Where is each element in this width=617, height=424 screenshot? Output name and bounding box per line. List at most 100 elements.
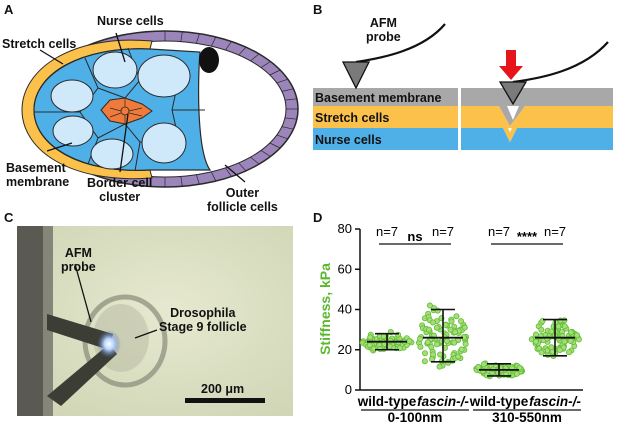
data-point: [561, 323, 568, 330]
y-axis: 0 20 40 60 80: [338, 221, 583, 397]
force-arrow: [499, 50, 523, 80]
y-axis-label: Stiffness, kPa: [317, 263, 333, 355]
data-point: [548, 344, 555, 351]
label-follicle: Drosophila Stage 9 follicle: [159, 306, 247, 334]
y-tick-label: 40: [338, 302, 352, 317]
afm-probe-shadow: [47, 314, 113, 350]
nurse-nucleus: [50, 79, 94, 113]
data-point: [567, 329, 574, 336]
data-point: [447, 326, 454, 333]
data-point: [556, 346, 563, 353]
data-point: [444, 338, 451, 345]
nurse-nucleus: [90, 138, 134, 170]
data-point: [573, 332, 580, 339]
data-point: [462, 341, 469, 348]
panel-b-letter: B: [313, 2, 323, 17]
label-afm-probe-b: AFM probe: [366, 16, 401, 44]
n-label: n=7: [544, 224, 566, 239]
label-outer-follicle-cells: Outer follicle cells: [207, 186, 278, 214]
data-point: [495, 369, 502, 376]
data-point: [451, 339, 458, 346]
data-point: [538, 326, 545, 333]
group-label: fascin-/-: [417, 394, 469, 409]
nurse-nucleus: [141, 122, 187, 164]
data-point: [561, 338, 568, 345]
data-point: [424, 339, 431, 346]
panel-d-letter: D: [313, 210, 323, 225]
data-point: [461, 324, 468, 331]
layer-label-nurse-cells: Nurse cells: [315, 133, 382, 147]
data-point: [567, 337, 574, 344]
data-point: [417, 343, 424, 350]
data-point: [538, 349, 545, 356]
data-point: [425, 326, 432, 333]
label-afm-probe-c: AFM probe: [61, 246, 96, 274]
data-point: [406, 338, 413, 345]
n-label: n=7: [376, 224, 398, 239]
significance-label: ns: [407, 229, 422, 244]
data-point: [455, 353, 462, 360]
group-label: wild-type: [357, 394, 417, 409]
data-point: [566, 349, 573, 356]
data-point: [426, 302, 433, 309]
data-point: [437, 351, 444, 358]
data-point: [453, 313, 460, 320]
afm-probe-right: [512, 41, 609, 84]
y-tick-label: 20: [338, 342, 352, 357]
data-point: [387, 337, 394, 344]
y-tick-label: 60: [338, 261, 352, 276]
nurse-nucleus: [52, 115, 94, 147]
layer-label-basement-membrane: Basement membrane: [315, 91, 442, 105]
scale-bar-label: 200 μm: [201, 382, 245, 396]
data-point: [433, 324, 440, 331]
data-point: [548, 328, 555, 335]
afm-probe-left: [355, 23, 446, 64]
afm-schematic: [313, 23, 613, 150]
data-point: [452, 329, 459, 336]
data-point: [458, 318, 465, 325]
n-label: n=7: [432, 224, 454, 239]
data-point: [429, 319, 436, 326]
group-label: wild-type: [469, 394, 529, 409]
y-tick-label: 80: [338, 221, 352, 236]
data-point: [557, 317, 564, 324]
oocyte-nucleus: [199, 47, 219, 73]
data-point: [421, 350, 428, 357]
data-point: [448, 318, 455, 325]
panel-c-letter: C: [4, 210, 14, 225]
label-basement-membrane: Basement membrane: [6, 161, 70, 189]
probe-tip-glow: [97, 330, 121, 358]
data-point: [442, 321, 449, 328]
range-label: 0-100nm: [388, 410, 443, 424]
annotations: n=7 n=7 n=7 n=7 ns ****: [376, 224, 566, 245]
data-point: [532, 338, 539, 345]
microscope-image: AFM probe Drosophila Stage 9 follicle 20…: [17, 226, 293, 416]
nurse-nucleus: [92, 51, 138, 89]
label-stretch-cells: Stretch cells: [2, 37, 77, 51]
stiffness-chart: Stiffness, kPa 0 20 40 60 80 n=7 n=7 n=7 n=7 ns *…: [317, 221, 583, 424]
label-nurse-cells: Nurse cells: [97, 14, 164, 28]
data-point: [475, 364, 482, 371]
range-label: 310-550nm: [492, 410, 562, 424]
data-point: [370, 345, 377, 352]
data-point: [458, 346, 465, 353]
data-point: [428, 356, 435, 363]
nurse-nucleus: [137, 54, 191, 98]
panel-a-letter: A: [4, 2, 14, 17]
data-point: [421, 358, 428, 365]
data-point: [366, 342, 373, 349]
significance-label: ****: [517, 229, 538, 244]
data-point: [367, 334, 374, 341]
egg-chamber-diagram: [21, 30, 299, 188]
data-point: [513, 370, 520, 377]
data-point: [430, 351, 437, 358]
error-bars: [367, 308, 575, 377]
scale-bar: [185, 398, 265, 403]
n-label: n=7: [488, 224, 510, 239]
data-point: [480, 361, 487, 368]
data-point: [555, 323, 562, 330]
data-point: [417, 335, 424, 342]
data-point: [428, 343, 435, 350]
y-tick-label: 0: [345, 382, 352, 397]
